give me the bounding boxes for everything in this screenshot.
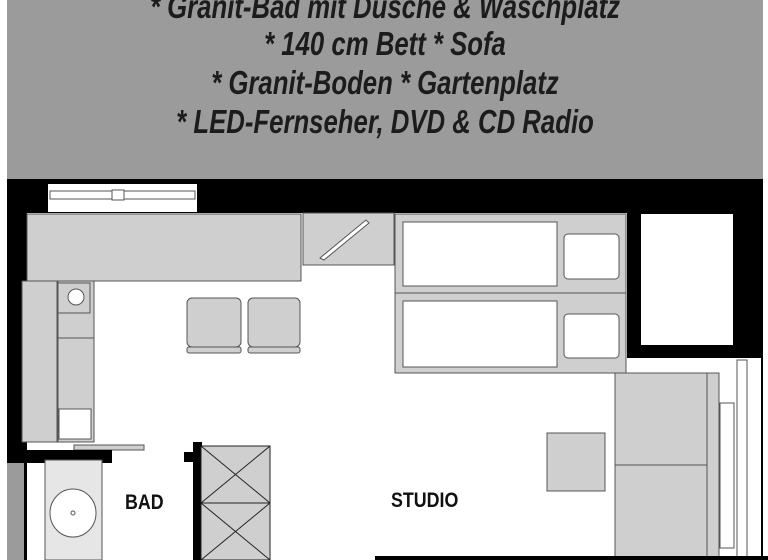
shower [200, 445, 271, 560]
room-label-bad: BAD [125, 491, 164, 515]
sofa [614, 372, 720, 560]
kitchen-counter [26, 213, 302, 282]
sink-icon [58, 408, 92, 440]
feature-line: * Granit-Bad mit Dusche & Waschplatz [149, 0, 621, 25]
feature-banner: * Granit-Bad mit Dusche & Waschplatz * 1… [7, 0, 763, 179]
bed [394, 213, 627, 374]
feature-line: * LED-Fernseher, DVD & CD Radio [176, 103, 594, 140]
chair [186, 297, 242, 348]
feature-line: * Granit-Boden * Gartenplatz [211, 64, 559, 101]
room-label-studio: STUDIO [391, 489, 458, 513]
hob-icon [67, 288, 85, 306]
bottom-wall [375, 556, 768, 560]
partition-wall [193, 442, 202, 560]
wardrobe-alcove [641, 214, 733, 345]
chair [247, 297, 301, 348]
coffee-table [546, 432, 606, 492]
feature-line: * 140 cm Bett * Sofa [264, 25, 506, 62]
kitchen-column [21, 280, 58, 443]
